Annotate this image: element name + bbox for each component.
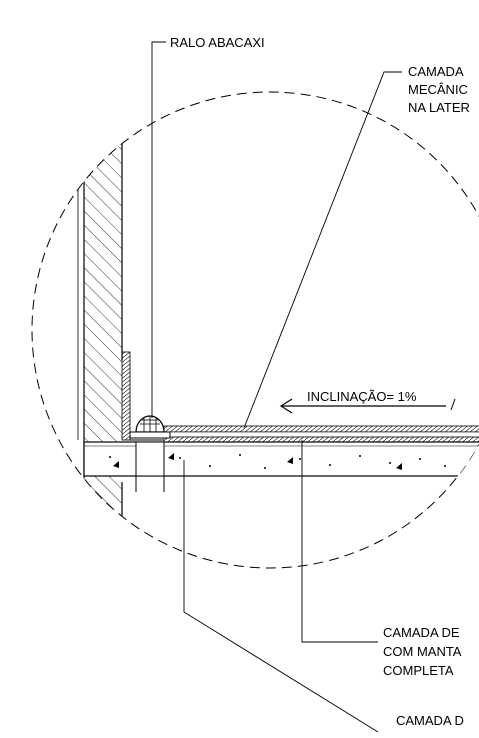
layer-label-bottom-last: CAMADA D	[396, 713, 464, 728]
leader-lines	[151, 41, 402, 733]
waterproofing-membrane	[163, 425, 479, 433]
layer-label-bottom-line-3: COMPLETA	[383, 663, 454, 678]
layer-label-top-line-1: CAMADA	[408, 64, 464, 79]
section-content	[77, 92, 479, 520]
slope-arrow	[279, 398, 456, 414]
wall-waterproofing	[121, 351, 131, 441]
screed-layer	[163, 436, 479, 443]
layer-label-bottom-line-1: CAMADA DE	[383, 625, 460, 640]
pineapple-drain	[129, 415, 171, 439]
layer-label-top-line-2: MECÂNIC	[408, 82, 468, 97]
concrete-aggregate	[109, 453, 446, 470]
protection-layer	[163, 431, 479, 438]
layer-label-top-line-3: NA LATER	[408, 100, 470, 115]
drain-label: RALO ABACAXI	[170, 35, 265, 50]
drain-pipe	[135, 441, 165, 477]
slope-label: INCLINAÇÃO= 1%	[307, 389, 417, 404]
detail-circle	[31, 91, 479, 569]
layer-label-bottom-line-2: COM MANTA	[383, 644, 462, 659]
